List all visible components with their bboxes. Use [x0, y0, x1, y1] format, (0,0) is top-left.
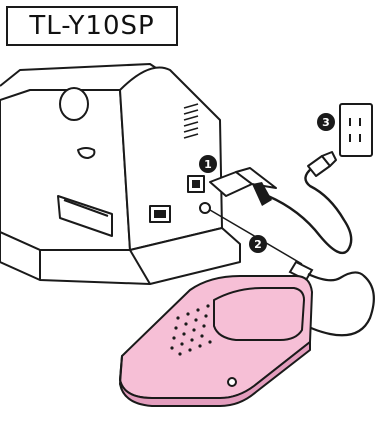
callout-2-number: 2 [254, 238, 262, 251]
wall-outlet [340, 104, 372, 156]
foot-controller [120, 276, 312, 406]
callout-1-number: 1 [204, 158, 212, 171]
handwheel-icon [60, 88, 88, 120]
callout-1: 1 [199, 155, 217, 173]
foot-jack-icon [200, 203, 210, 213]
sewing-machine [0, 64, 240, 284]
callout-3: 3 [317, 113, 335, 131]
callout-2: 2 [249, 235, 267, 253]
callout-3-number: 3 [322, 116, 330, 129]
